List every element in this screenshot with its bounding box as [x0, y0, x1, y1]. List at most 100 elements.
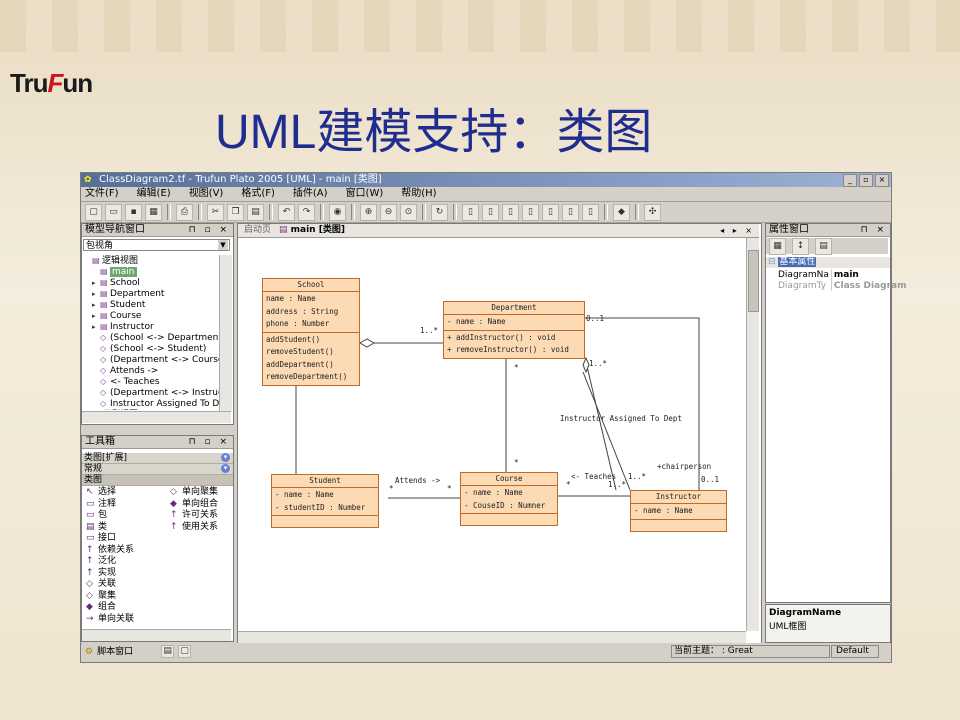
tool-item[interactable]: ▭包 [86, 510, 107, 521]
tool-item[interactable]: ↑泛化 [86, 556, 116, 567]
tree-vscrollbar[interactable] [219, 255, 232, 411]
tab-main-diagram[interactable]: ▤ main [类图] [279, 225, 345, 235]
tree-item[interactable]: ◇<- Teaches [92, 376, 160, 387]
property-group[interactable]: ⊟ 基本属性 [766, 257, 890, 268]
zoom-out-icon[interactable]: ⊖ [380, 203, 397, 221]
tool-item[interactable]: ▤类 [86, 522, 107, 533]
tool-item[interactable]: ◇关联 [86, 579, 116, 590]
tool-item[interactable]: ▭接口 [86, 533, 116, 544]
class-department[interactable]: Department - name : Name + addInstructor… [443, 301, 585, 359]
scroll-thumb[interactable] [748, 250, 759, 312]
tab-start-page[interactable]: 启动页 [244, 225, 272, 235]
chevron-down-icon[interactable]: ▾ [221, 464, 230, 473]
tree-item[interactable]: ▸▤Department [92, 288, 164, 299]
editor-vscrollbar[interactable] [746, 238, 759, 631]
tree-item[interactable]: ◇(School <-> Student) [92, 343, 206, 354]
tool-item[interactable]: ◇单向聚集 [170, 487, 218, 498]
expand-arrow-icon[interactable]: ▸ [92, 301, 96, 309]
toolbox-category[interactable]: 类图 [82, 475, 233, 486]
tool-item[interactable]: ◆组合 [86, 602, 116, 613]
tree-item[interactable]: ▸▤Instructor [92, 321, 154, 332]
expand-arrow-icon[interactable]: ▸ [92, 279, 96, 287]
pane-controls[interactable]: ⊓ × [860, 225, 887, 235]
tree-item[interactable]: ▤main [92, 266, 137, 277]
tab-controls[interactable]: ◂ ▸ × [720, 226, 755, 235]
script-window-tab[interactable]: ⚙ 脚本窗口 ▤ ▢ [81, 645, 225, 659]
tree-item[interactable]: ▸▤School [92, 277, 140, 288]
tool-item[interactable]: ↑许可关系 [170, 510, 218, 521]
align2-icon[interactable]: ▯ [482, 203, 499, 221]
maximize-button[interactable]: ▫ [859, 174, 873, 187]
color-icon[interactable]: ◆ [613, 203, 630, 221]
page-icon[interactable]: ▢ [178, 645, 192, 658]
tool-item[interactable]: →单向关联 [86, 614, 134, 625]
categorized-icon[interactable]: ▦ [769, 237, 786, 255]
align4-icon[interactable]: ▯ [522, 203, 539, 221]
toolbox-category[interactable]: 常规▾ [82, 464, 233, 475]
zoom-fit-icon[interactable]: ⊙ [400, 203, 417, 221]
menu-format[interactable]: 格式(F) [241, 188, 275, 199]
tool-item[interactable]: ▭注释 [86, 499, 116, 510]
cut-icon[interactable]: ✂ [207, 203, 224, 221]
tree-item[interactable]: ▤用例视图 [84, 409, 138, 410]
menu-file[interactable]: 文件(F) [85, 188, 119, 199]
redo-icon[interactable]: ↷ [298, 203, 315, 221]
find-icon[interactable]: ◉ [329, 203, 346, 221]
save-icon[interactable]: ▪ [125, 203, 142, 221]
align-icon[interactable]: ▯ [462, 203, 479, 221]
menu-window[interactable]: 窗口(W) [345, 188, 384, 199]
minimize-button[interactable]: _ [843, 174, 857, 187]
view-select[interactable]: 包视角 ▼ [83, 239, 230, 251]
expand-arrow-icon[interactable]: ▸ [92, 323, 96, 331]
new-icon[interactable]: ▢ [85, 203, 102, 221]
chevron-down-icon[interactable]: ▾ [221, 453, 230, 462]
open-icon[interactable]: ▭ [105, 203, 122, 221]
align5-icon[interactable]: ▯ [542, 203, 559, 221]
property-pages-icon[interactable]: ▤ [815, 237, 832, 255]
menu-plugin[interactable]: 插件(A) [292, 188, 328, 199]
paste-icon[interactable]: ▤ [247, 203, 264, 221]
property-value[interactable]: main [833, 269, 859, 280]
toolbox-hscrollbar[interactable] [82, 629, 231, 641]
tool-item[interactable]: ↑依赖关系 [86, 545, 134, 556]
tree-item[interactable]: ◇(School <-> Department) [92, 332, 220, 343]
editor-hscrollbar[interactable] [238, 631, 746, 643]
panel-icon[interactable]: ▤ [161, 645, 175, 658]
tool-item[interactable]: ↖选择 [86, 487, 116, 498]
sort-az-icon[interactable]: ↕ [792, 237, 809, 255]
tree-item[interactable]: ▤逻辑视图 [84, 255, 138, 266]
tree-hscrollbar[interactable] [82, 411, 231, 423]
toolbox-category[interactable]: 类图[扩展]▾ [82, 453, 233, 464]
pane-controls[interactable]: ⊓ ▫ × [188, 225, 230, 235]
menu-edit[interactable]: 编辑(E) [136, 188, 171, 199]
tree-item[interactable]: ◇Attends -> [92, 365, 158, 376]
class-instructor[interactable]: Instructor - name : Name [630, 490, 727, 532]
tool-item[interactable]: ↑使用关系 [170, 522, 218, 533]
menu-view[interactable]: 视图(V) [188, 188, 224, 199]
tool-item[interactable]: ↑实现 [86, 568, 116, 579]
expand-arrow-icon[interactable]: ▸ [92, 290, 96, 298]
chevron-down-icon[interactable]: ▼ [218, 240, 228, 250]
tree-item[interactable]: ▸▤Course [92, 310, 141, 321]
tool-item[interactable]: ◆单向组合 [170, 499, 218, 510]
tree-item[interactable]: ▸▤Student [92, 299, 145, 310]
pane-controls[interactable]: ⊓ ▫ × [188, 437, 230, 447]
copy-icon[interactable]: ❐ [227, 203, 244, 221]
align7-icon[interactable]: ▯ [582, 203, 599, 221]
save-all-icon[interactable]: ▦ [145, 203, 162, 221]
expand-arrow-icon[interactable]: ▸ [92, 312, 96, 320]
align6-icon[interactable]: ▯ [562, 203, 579, 221]
refresh-icon[interactable]: ↻ [431, 203, 448, 221]
class-course[interactable]: Course - name : Name- CouseID : Numner [460, 472, 558, 526]
class-diagram-canvas[interactable] [238, 238, 746, 628]
align3-icon[interactable]: ▯ [502, 203, 519, 221]
tree-item[interactable]: ◇Instructor Assigned To Dept [92, 398, 220, 409]
close-button[interactable]: × [875, 174, 889, 187]
undo-icon[interactable]: ↶ [278, 203, 295, 221]
menu-help[interactable]: 帮助(H) [401, 188, 437, 199]
print-icon[interactable]: ⎙ [176, 203, 193, 221]
zoom-in-icon[interactable]: ⊕ [360, 203, 377, 221]
